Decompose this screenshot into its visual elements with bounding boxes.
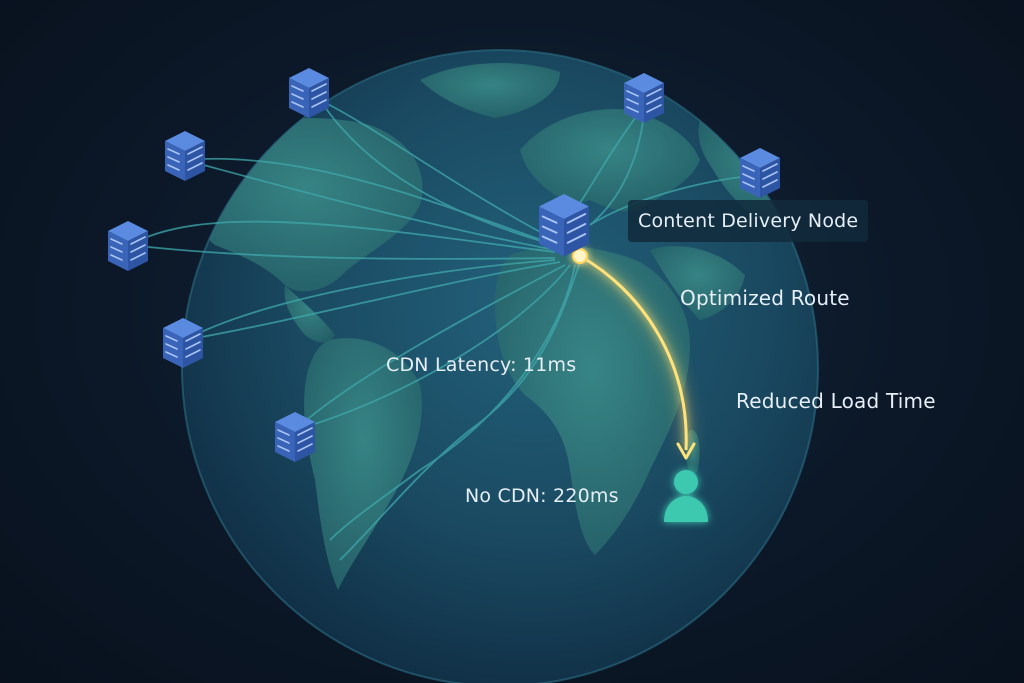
server-icon	[162, 317, 204, 369]
route-lines	[129, 99, 761, 561]
route-arrowhead	[676, 442, 696, 460]
no-cdn-label: No CDN: 220ms	[465, 485, 619, 507]
server-icon	[164, 130, 206, 182]
server-icon	[623, 72, 665, 124]
server-icon	[274, 411, 316, 463]
server-icon	[739, 147, 781, 199]
route-origin-dot	[572, 248, 588, 264]
server-icon	[107, 220, 149, 272]
optimized-route-label: Optimized Route	[680, 286, 850, 310]
cdn-latency-label: CDN Latency: 11ms	[386, 354, 577, 376]
server-icon	[288, 67, 330, 119]
optimized-route	[579, 254, 688, 451]
user-icon	[664, 470, 708, 522]
content-delivery-node-label: Content Delivery Node	[628, 200, 868, 242]
reduced-load-time-label: Reduced Load Time	[736, 389, 936, 413]
globe-rim	[181, 49, 819, 683]
main-server-icon	[538, 193, 590, 258]
